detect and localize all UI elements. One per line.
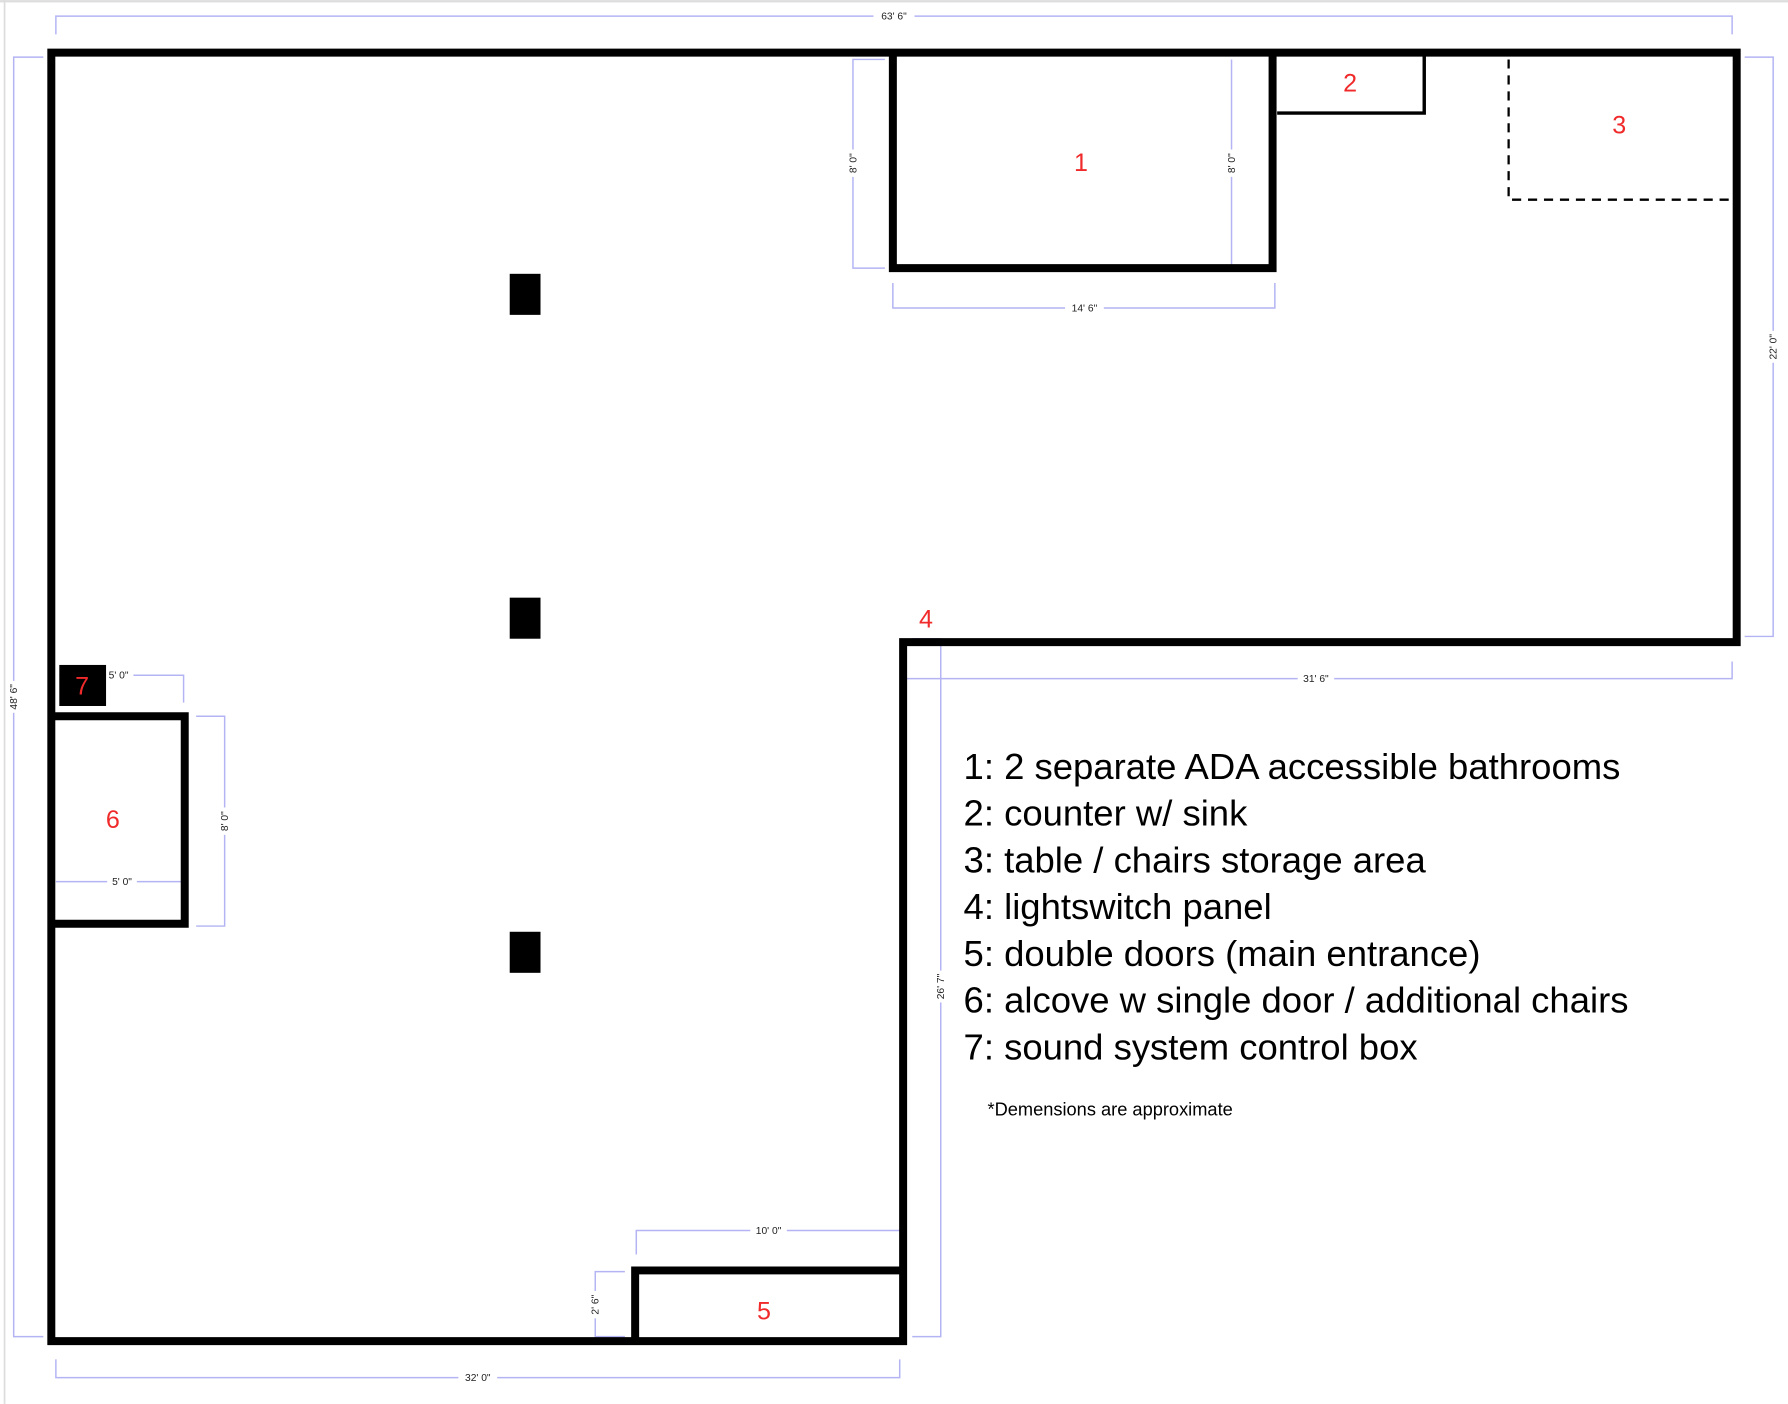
marker-1: 1 [1074,149,1088,177]
dim-alcove-height: 8' 0" [220,811,231,831]
pillar [509,273,541,315]
marker-6: 6 [106,806,120,834]
marker-7: 7 [75,673,89,701]
dim-bathroom-width: 14' 6" [1072,303,1098,314]
approximate-note: *Demensions are approximate [988,1098,1233,1119]
legend-item: 7: sound system control box [964,1026,1418,1067]
dim-entrance-depth: 2' 6" [591,1294,602,1314]
marker-2: 2 [1343,69,1357,97]
legend-item: 4: lightswitch panel [964,886,1272,927]
storage-area-outline [1507,59,1734,201]
dim-sound-box-offset: 5' 0" [109,671,129,682]
dim-bathroom-depth-right: 8' 0" [1227,153,1238,173]
dimension-labels: 63' 6" 48' 6" 22' 0" 31' 6" 26' 7" 32' 0… [6,9,1781,1385]
legend-item: 1: 2 separate ADA accessible bathrooms [964,746,1621,787]
legend-item: 2: counter w/ sink [964,793,1249,834]
bathrooms-wall [888,52,1277,273]
dim-alcove-width: 5' 0" [112,877,132,888]
legend: 1: 2 separate ADA accessible bathrooms 2… [964,746,1629,1119]
marker-5: 5 [757,1297,771,1325]
dim-bottom-width: 32' 0" [465,1373,491,1384]
counter-outline [1277,52,1426,115]
pillar [509,597,541,639]
dim-total-width: 63' 6" [881,12,907,23]
sound-system-box [59,664,107,706]
dim-total-height: 48' 6" [9,684,20,710]
legend-item: 3: table / chairs storage area [964,839,1427,880]
dim-bathroom-depth-left: 8' 0" [848,153,859,173]
marker-4: 4 [919,605,933,633]
pillar [509,931,541,973]
marker-3: 3 [1612,112,1626,140]
outer-wall [47,48,1741,1346]
alcove-wall [51,712,189,928]
entrance-wall [631,1266,904,1342]
legend-item: 5: double doors (main entrance) [964,933,1481,974]
legend-item: 6: alcove w single door / additional cha… [964,980,1629,1021]
dim-right-wing-width: 31' 6" [1303,674,1329,685]
dim-lower-height: 26' 7" [936,973,947,999]
dim-right-wing-height: 22' 0" [1769,334,1780,360]
dim-entrance-width: 10' 0" [756,1226,782,1237]
